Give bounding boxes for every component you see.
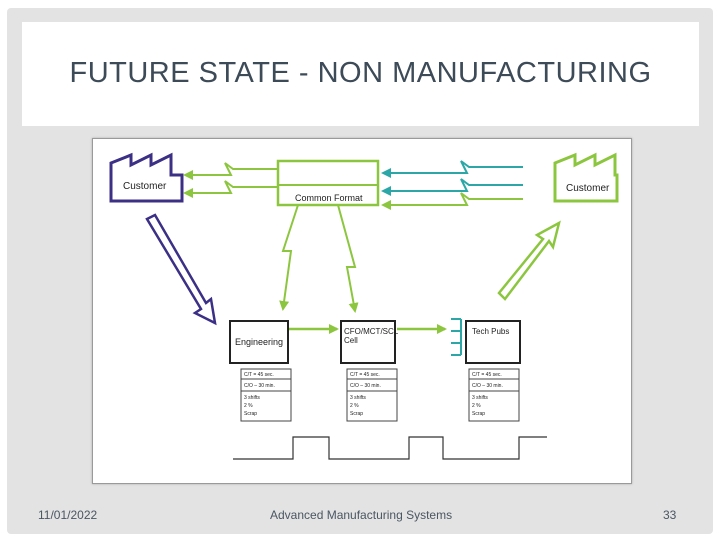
data-box-engineering [240,368,292,422]
svg-text:Scrap: Scrap [350,411,363,417]
process-cfo-cell: CFO/MCT/SCL Cell [340,320,399,364]
svg-text:3 shifts: 3 shifts [350,395,366,401]
svg-text:Scrap: Scrap [244,411,257,417]
shipment-arrow-left [145,213,217,326]
process-tech-pubs: Tech Pubs [465,320,521,364]
diagram-svg: Customer Customer Common Format [109,152,619,460]
title-bar: FUTURE STATE - NON MANUFACTURING [22,22,699,126]
svg-text:2 %: 2 % [472,403,481,409]
supermarket-icon [451,318,462,356]
process-name: CFO/MCT/SCL [344,327,399,336]
customer-left-label: Customer [123,181,167,192]
svg-text:C/T = 45 sec.: C/T = 45 sec. [472,372,502,378]
svg-text:2 %: 2 % [350,403,359,409]
value-stream-diagram: Customer Customer Common Format [92,138,632,484]
customer-right-label: Customer [566,183,610,194]
process-engineering: Engineering [229,320,289,364]
data-text-cfo: C/T = 45 sec. C/O – 30 min. 3 shifts 2 %… [350,372,381,417]
svg-text:C/T = 45 sec.: C/T = 45 sec. [244,372,274,378]
footer-title: Advanced Manufacturing Systems [270,508,453,522]
process-name: Engineering [235,337,283,347]
shipment-arrow-right [497,220,561,301]
customer-right: Customer [553,152,619,203]
svg-text:3 shifts: 3 shifts [472,395,488,401]
svg-text:Scrap: Scrap [472,411,485,417]
footer-date: 11/01/2022 [38,508,98,522]
format-to-process-arrows [279,204,359,313]
common-format-label: Common Format [295,193,363,203]
common-format-box: Common Format [276,159,380,207]
data-text-engineering: C/T = 45 sec. C/O – 30 min. 3 shifts 2 %… [244,372,275,417]
svg-text:2 %: 2 % [244,403,253,409]
svg-text:C/O – 30 min.: C/O – 30 min. [472,383,503,389]
info-arrows-right [381,160,523,210]
process-name: Tech Pubs [472,327,509,336]
data-text-techpubs: C/T = 45 sec. C/O – 30 min. 3 shifts 2 %… [472,372,503,417]
customer-left: Customer [109,152,184,203]
process-name-line2: Cell [344,336,358,345]
svg-text:3 shifts: 3 shifts [244,395,260,401]
info-arrows-left [183,162,277,198]
svg-text:C/O – 30 min.: C/O – 30 min. [244,383,275,389]
slide-title: FUTURE STATE - NON MANUFACTURING [69,57,652,89]
timeline [233,436,547,460]
page-number: 33 [663,508,677,522]
data-box-cfo [346,368,398,422]
data-box-techpubs [468,368,520,422]
svg-text:C/T = 45 sec.: C/T = 45 sec. [350,372,380,378]
svg-text:C/O – 30 min.: C/O – 30 min. [350,383,381,389]
